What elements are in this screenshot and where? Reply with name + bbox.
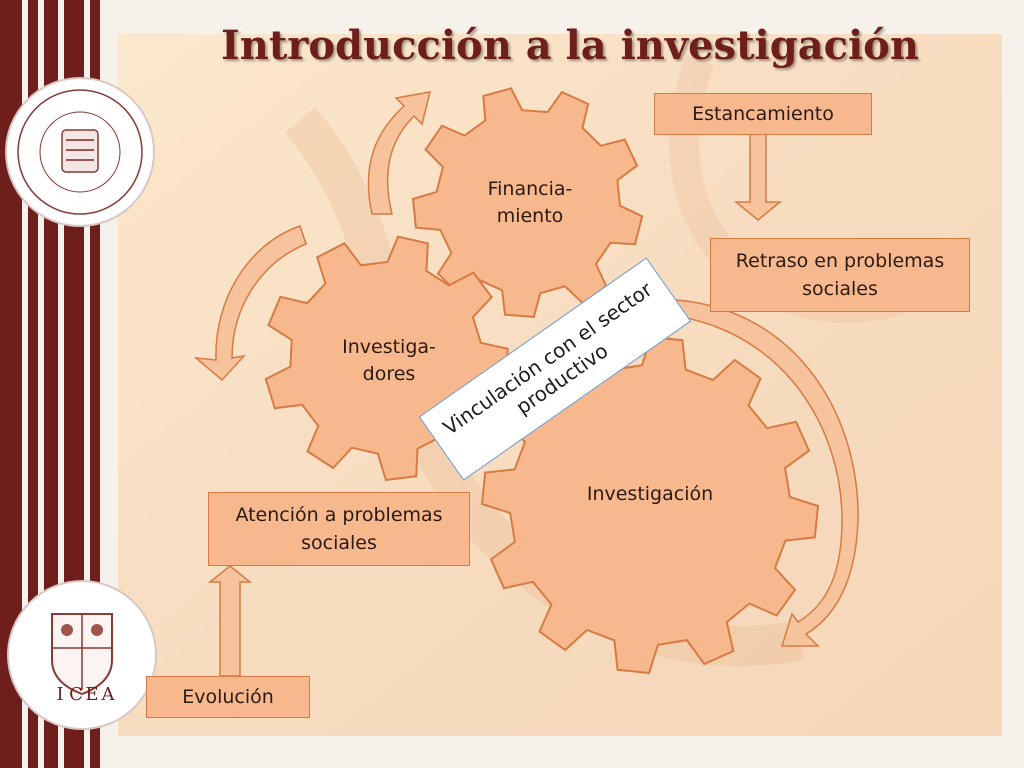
- logo-letter: A: [101, 684, 116, 705]
- page-title: Introducción a la investigación: [221, 22, 919, 69]
- gear-financiamiento-label: Financia- miento: [487, 178, 573, 227]
- evolucion-box: Evolución: [146, 676, 310, 718]
- evolucion-label: Evolución: [182, 686, 274, 708]
- logo-letter: E: [85, 684, 98, 705]
- left-stripe: [90, 0, 100, 768]
- down-arrow: [733, 133, 783, 221]
- left-stripe: [0, 0, 22, 768]
- left-stripe: [28, 0, 38, 768]
- atencion-box: Atención a problemas sociales: [208, 492, 470, 566]
- curved-arrow-right: [675, 299, 859, 647]
- estancamiento-label: Estancamiento: [692, 103, 834, 125]
- curved-arrow-left: [193, 225, 307, 382]
- logo-letter: I: [56, 684, 63, 705]
- gear-investigacion: [480, 335, 820, 675]
- atencion-label: Atención a problemas sociales: [235, 504, 443, 554]
- estancamiento-box: Estancamiento: [654, 93, 872, 135]
- gear-investigadores-label: Investiga- dores: [342, 336, 436, 385]
- gear-investigacion-label: Investigación: [586, 483, 714, 505]
- curved-arrow-top: [367, 91, 432, 215]
- up-arrow: [207, 565, 253, 677]
- retraso-label: Retraso en problemas sociales: [735, 250, 945, 300]
- logo-letter: C: [69, 684, 83, 705]
- university-seal-icon: [5, 77, 155, 227]
- retraso-box: Retraso en problemas sociales: [710, 238, 970, 312]
- institute-shield-icon: [7, 580, 157, 730]
